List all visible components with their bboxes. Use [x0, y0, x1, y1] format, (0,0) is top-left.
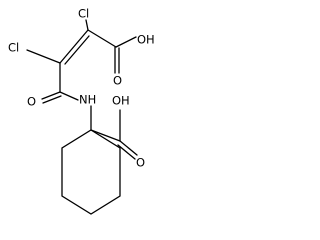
label-cl-right: Cl	[78, 7, 89, 21]
label-acid-o-bottom: O	[136, 156, 145, 170]
bond-c1-cl	[26, 49, 61, 64]
bond-cq-cacid2	[90, 129, 121, 142]
label-acid-oh-bottom: OH	[112, 94, 130, 108]
chemical-structure: Cl Cl OH O O NH OH O	[8, 7, 155, 215]
label-acid-o-top: O	[113, 74, 122, 88]
bond-camide-nh	[59, 91, 79, 101]
bond-cacid-oh	[115, 36, 137, 48]
label-cl-left: Cl	[8, 41, 19, 55]
bond-c1-c2-a	[59, 29, 89, 64]
bond-cacid2-o-b	[117, 144, 136, 160]
bond-cacid2-o-a	[119, 140, 138, 156]
cyclohexane-ring	[61, 129, 121, 215]
label-amide-o: O	[27, 95, 36, 109]
bond-c2-cl	[85, 19, 89, 31]
label-acid-oh-top: OH	[137, 33, 155, 47]
bond-camide-o-a	[41, 91, 61, 100]
bond-camide-o-b	[42, 95, 62, 104]
bond-c1-c2-b	[64, 35, 90, 65]
label-amide-nh: NH	[79, 93, 96, 107]
bond-c2-cacid	[87, 29, 117, 48]
